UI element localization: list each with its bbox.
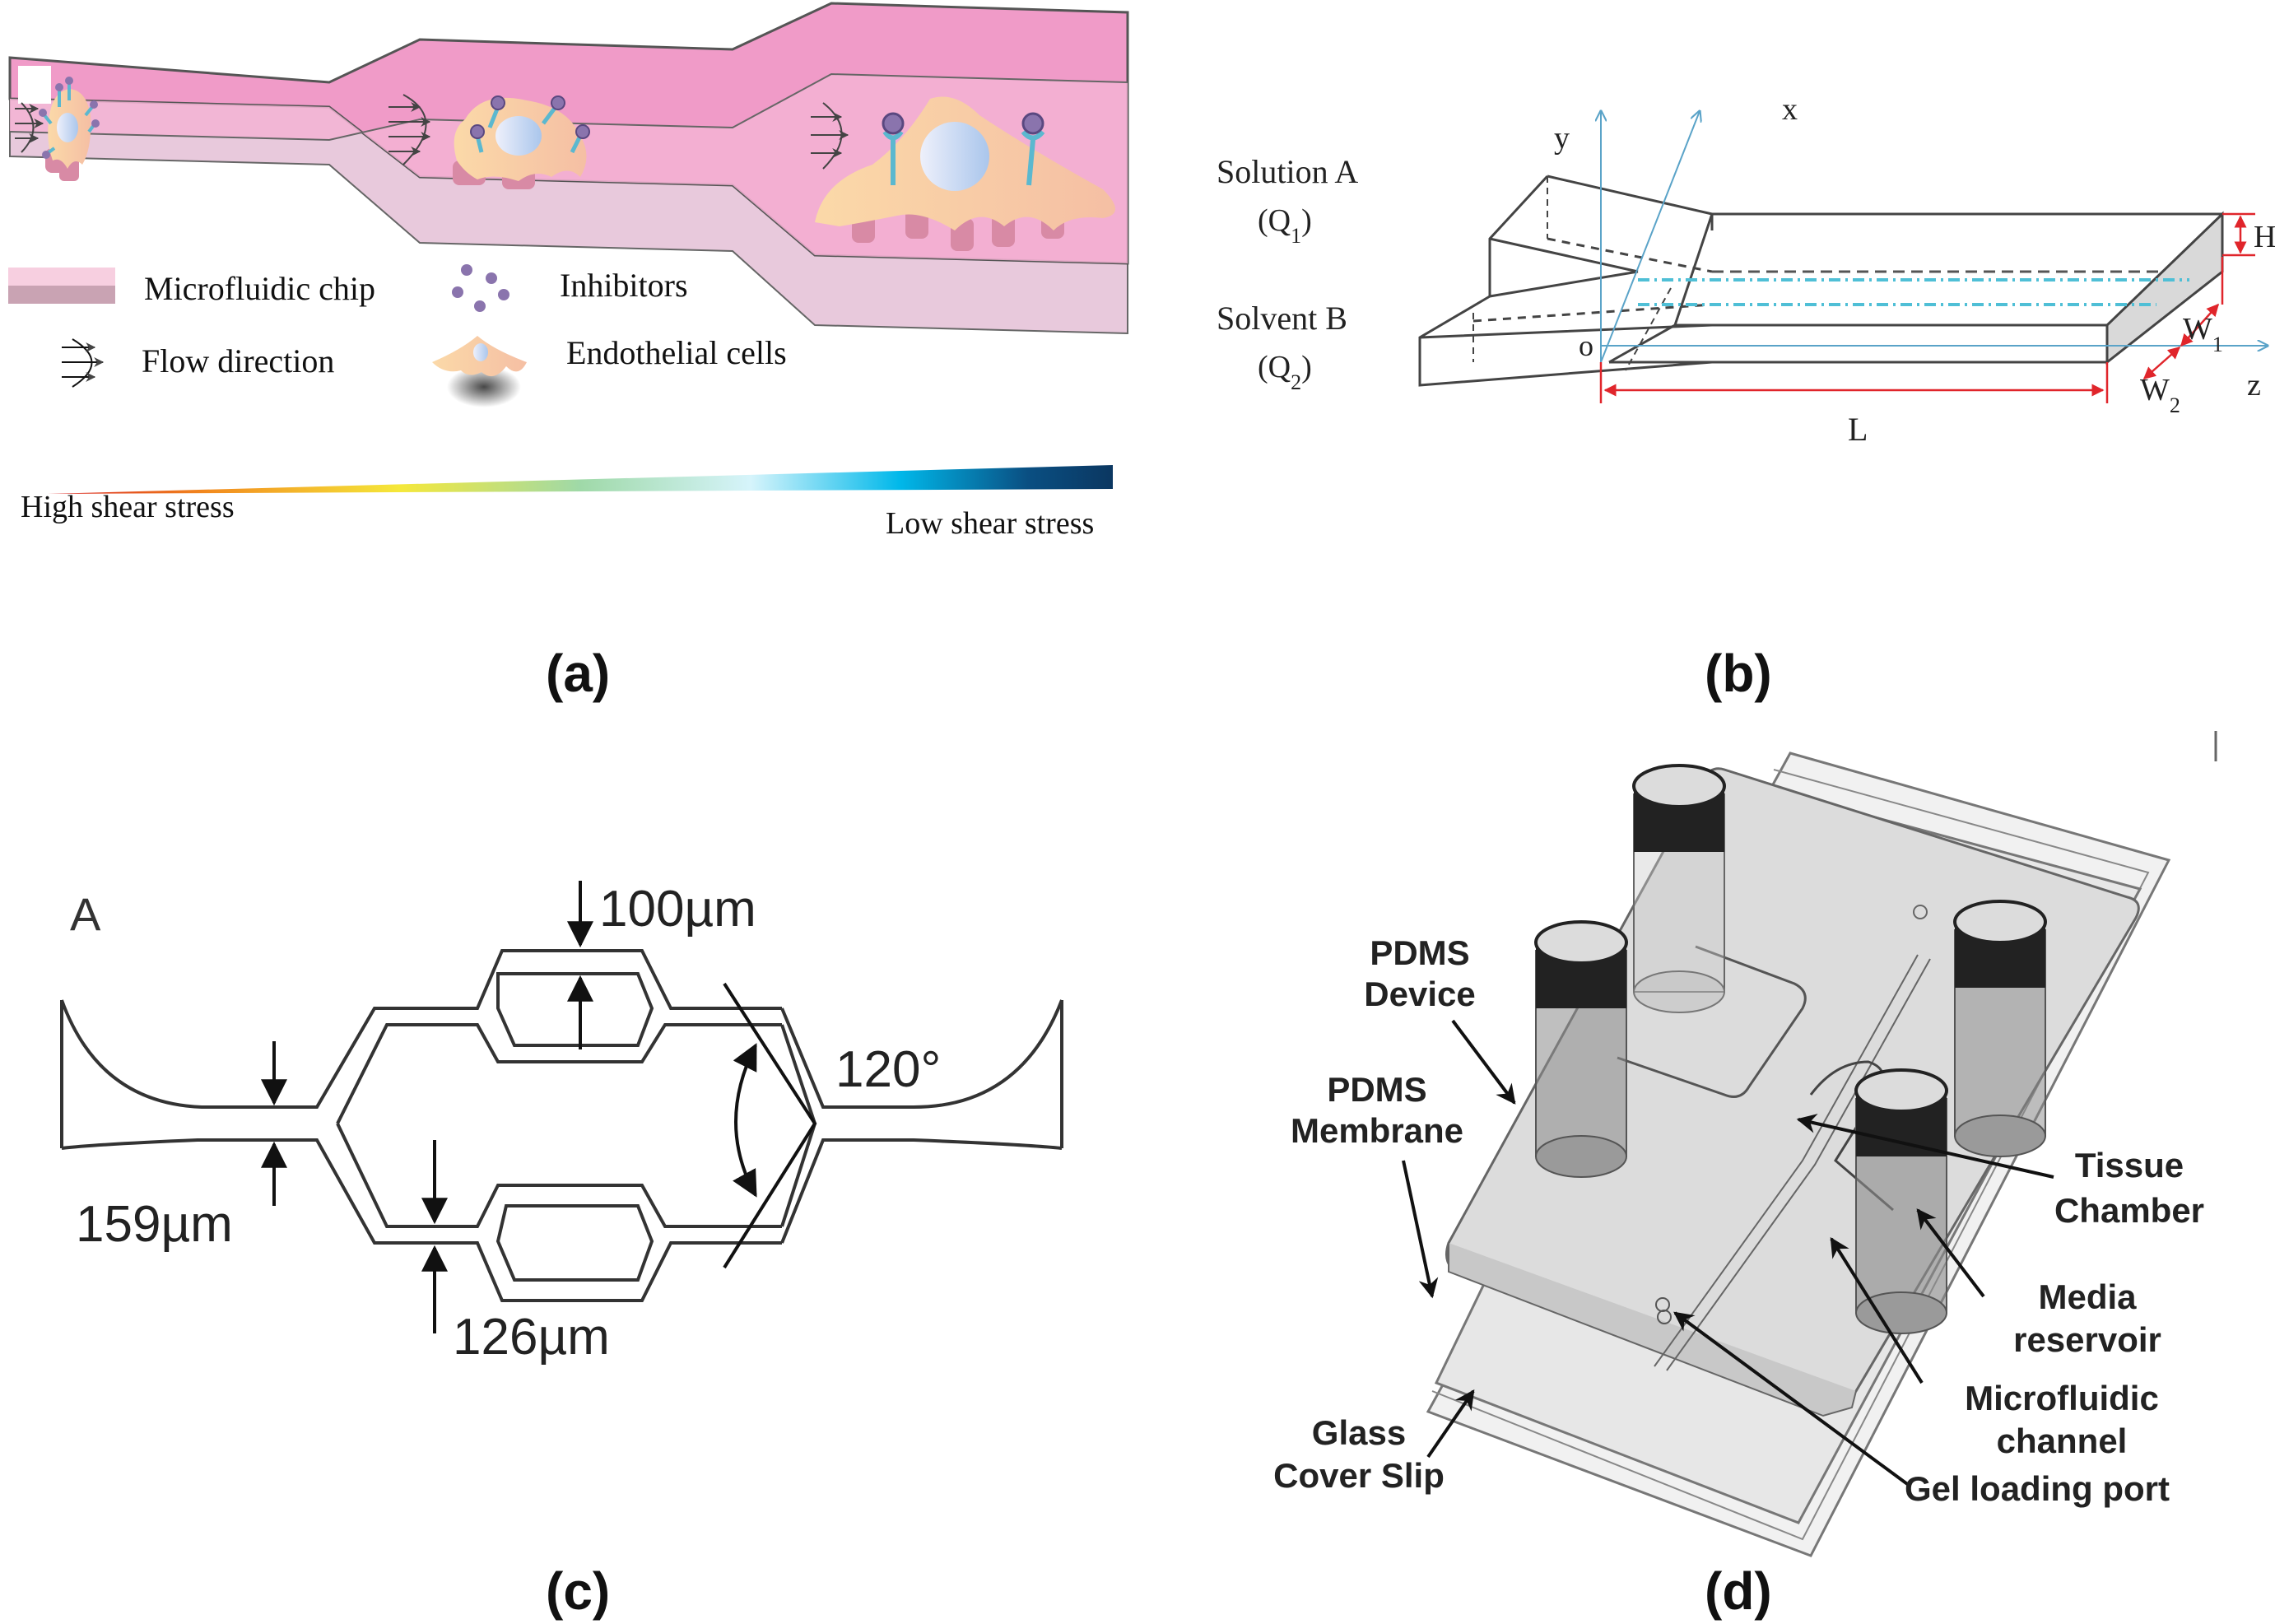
panel-label-a: (a) (546, 644, 610, 703)
width1-dimension (2180, 303, 2220, 347)
origin-label: o (1579, 329, 1593, 362)
legend-label-flow: Flow direction (142, 342, 334, 379)
dim-label-159um: 159µm (76, 1196, 233, 1253)
callout-media-line1: Media (2038, 1277, 2137, 1316)
x-axis (1600, 111, 1700, 363)
shear-stress-scale: High shear stress Low shear stress (21, 465, 1113, 541)
legend-label-inhibitors: Inhibitors (560, 267, 688, 304)
sublabel-a: A (70, 888, 101, 940)
callout-labels: PDMS Device PDMS Membrane Glass Cover Sl… (1273, 933, 2204, 1508)
coordinate-axes (1600, 111, 2268, 363)
dim-label-120deg: 120° (835, 1041, 941, 1098)
panel-label-c: (c) (546, 1561, 610, 1621)
dim-label-w1: W1 (2183, 312, 2223, 356)
channel-3d-schematic (1418, 174, 2224, 387)
microfluidic-chip-illustration (8, 2, 1129, 335)
axis-label-y: y (1554, 121, 1570, 156)
low-shear-label: Low shear stress (886, 506, 1094, 541)
panel-d: PDMS Device PDMS Membrane Glass Cover Sl… (1273, 731, 2217, 1621)
legend-item-inhibitors: Inhibitors (452, 264, 688, 312)
solution-a-label: Solution A (1217, 153, 1358, 190)
dim-label-h: H (2254, 220, 2275, 254)
chip-notch (18, 66, 51, 104)
callout-pdms-membrane-line2: Membrane (1291, 1111, 1463, 1150)
media-reservoir-2 (1534, 920, 1628, 1178)
chip-swatch-icon (8, 268, 115, 286)
callout-pdms-device-line1: PDMS (1370, 933, 1469, 972)
panel-c: A (60, 881, 1063, 1621)
panel-label-d: (d) (1705, 1561, 1772, 1621)
solvent-b-flow-label: (Q2) (1258, 350, 1312, 394)
callout-tissue-line1: Tissue (2075, 1146, 2184, 1184)
dim-label-w2: W2 (2140, 373, 2180, 417)
callout-microfluidic-line1: Microfluidic (1965, 1379, 2159, 1417)
panel-label-b: (b) (1705, 644, 1772, 703)
callout-arrows (1402, 1019, 2054, 1487)
dim-label-100um: 100µm (599, 881, 756, 938)
legend: Microfluidic chip Inhibitors Flow direct… (8, 264, 787, 407)
flow-profile-1 (15, 102, 44, 153)
solvent-b-label: Solvent B (1217, 300, 1347, 337)
callout-media-line2: reservoir (2013, 1320, 2161, 1359)
callout-gel-port: Gel loading port (1905, 1469, 2170, 1508)
media-reservoir-3 (1953, 900, 2047, 1157)
endothelial-cell-large (815, 96, 1115, 251)
dim-label-126um: 126µm (453, 1309, 610, 1366)
legend-item-flow: Flow direction (62, 338, 334, 388)
dimension-markers (1599, 212, 2255, 403)
callout-microfluidic-line2: channel (1997, 1422, 2128, 1460)
gel-channel (1654, 954, 1919, 1367)
dim-label-l: L (1848, 411, 1868, 448)
flow-profile-2 (388, 94, 431, 165)
legend-label-cells: Endothelial cells (566, 334, 787, 371)
callout-glass-line1: Glass (1312, 1413, 1406, 1452)
dimension-arrows (261, 881, 593, 1333)
solution-a-flow-label: (Q1) (1258, 203, 1312, 248)
media-reservoir-4 (1854, 1068, 1948, 1334)
endothelial-cell-medium (453, 95, 590, 189)
flow-direction-icon (62, 338, 105, 388)
axis-label-z: z (2247, 368, 2261, 403)
endothelial-cell-icon (432, 336, 527, 407)
callout-tissue-line2: Chamber (2054, 1191, 2204, 1230)
device-3d-illustration (1426, 752, 2171, 1557)
legend-item-cells: Endothelial cells (432, 334, 787, 407)
inhibitors-icon (452, 264, 509, 312)
angle-annotation (723, 982, 817, 1269)
high-shear-label: High shear stress (21, 490, 235, 524)
callout-glass-line2: Cover Slip (1273, 1456, 1445, 1495)
media-reservoir-1 (1632, 764, 1726, 1013)
bifurcating-channel-network (60, 949, 1063, 1302)
width2-dimension (2142, 347, 2181, 379)
callout-pdms-device-line2: Device (1364, 975, 1475, 1013)
panel-a: Microfluidic chip Inhibitors Flow direct… (8, 2, 1129, 703)
callout-pdms-membrane-line1: PDMS (1327, 1070, 1426, 1109)
shear-stress-gradient-bar (48, 465, 1113, 494)
legend-label-chip: Microfluidic chip (144, 270, 375, 307)
axis-label-x: x (1782, 92, 1798, 127)
flow-profile-3 (811, 102, 849, 170)
tissue-chamber-outline (1617, 945, 1807, 1098)
legend-item-chip: Microfluidic chip (8, 268, 375, 307)
panel-b: Solution A (Q1) Solvent B (Q2) (1217, 92, 2275, 703)
endothelial-cell-small (39, 77, 100, 181)
